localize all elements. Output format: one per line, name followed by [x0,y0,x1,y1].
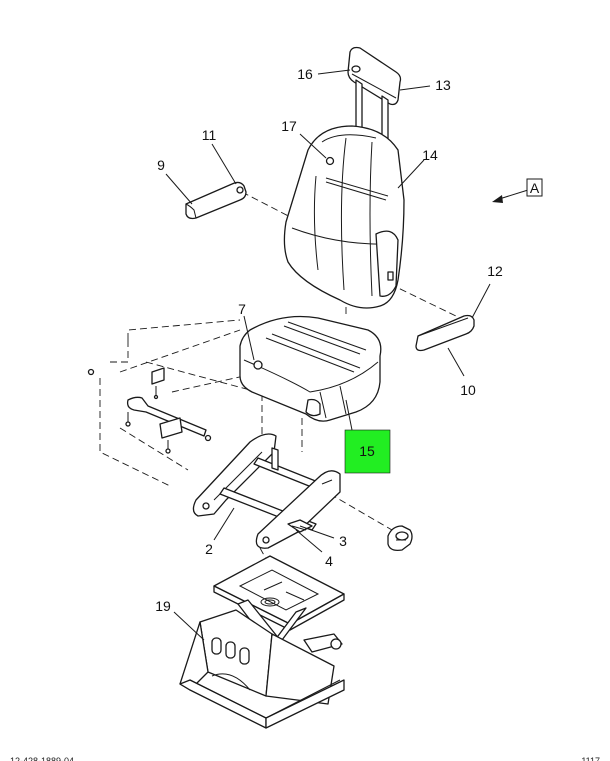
seat-base-suspension[interactable] [179,555,345,729]
callout-2[interactable]: 2 [205,541,213,557]
mounting-brackets[interactable] [87,367,212,454]
left-armrest[interactable] [185,181,247,220]
adjustment-knob[interactable] [387,525,413,552]
diagram-footer: 12-428-1889-04 1117 [10,756,600,761]
callout-19[interactable]: 19 [155,598,171,614]
drawing-number: 12-428-1889-04 [10,756,74,761]
headrest[interactable] [347,46,402,147]
callout-7[interactable]: 7 [238,301,246,317]
callout-3[interactable]: 3 [339,533,347,549]
sheet-code: 1117 [581,756,600,761]
seat-cushion[interactable] [239,315,382,422]
right-armrest[interactable] [415,314,475,352]
callout-14[interactable]: 14 [422,147,438,163]
callout-12[interactable]: 12 [487,263,503,279]
callout-16[interactable]: 16 [297,66,313,82]
seat-frame-slider[interactable] [192,433,341,549]
callout-4[interactable]: 4 [325,553,333,569]
callout-15-hotspot[interactable] [344,429,391,474]
callout-labels: 16 13 17 14 11 9 12 7 10 2 3 4 19 [155,66,503,614]
callout-9[interactable]: 9 [157,157,165,173]
callout-11[interactable]: 11 [202,127,217,143]
assembly-dash-lines [99,191,461,567]
callout-17[interactable]: 17 [281,118,297,134]
callout-leaders [165,69,491,641]
seat-back[interactable] [283,125,405,309]
callout-10[interactable]: 10 [460,382,476,398]
callout-15-label: 15 [359,443,375,459]
callout-13[interactable]: 13 [435,77,451,93]
view-a-indicator: A [492,178,543,203]
callout-15-highlight[interactable]: 15 [344,399,391,474]
view-a-label: A [530,180,540,196]
